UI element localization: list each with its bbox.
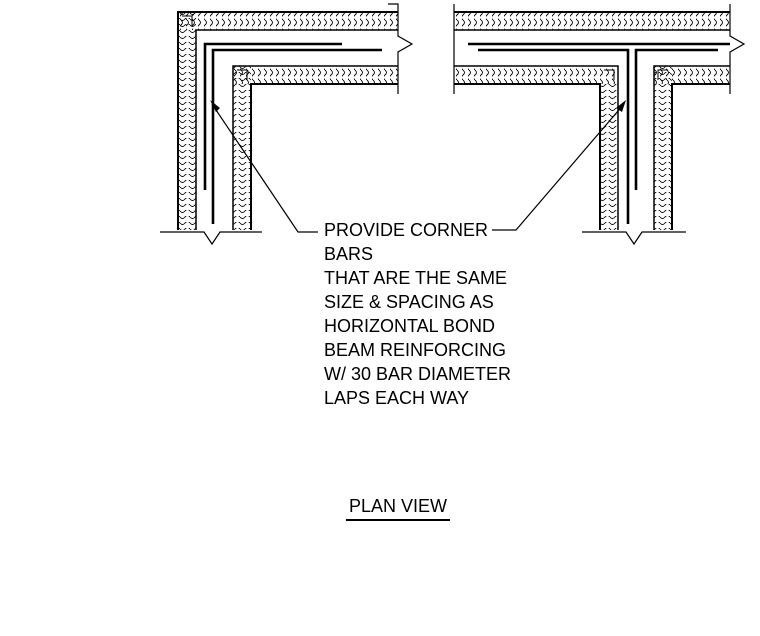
view-title: PLAN VIEW	[349, 496, 447, 516]
left-corner-bar-1	[203, 42, 342, 190]
note-line-3: THAT ARE THE SAME	[324, 268, 507, 288]
view-caption: PLAN VIEW	[346, 496, 450, 521]
left-break-line-right	[388, 3, 414, 94]
right-break-line-bottom	[582, 231, 686, 246]
note-line-7: W/ 30 BAR DIAMETER	[324, 364, 511, 384]
note-line-1: PROVIDE CORNER	[324, 220, 488, 240]
left-corner-bar-2	[211, 48, 382, 224]
right-vertical-wythe-left	[600, 84, 618, 230]
right-wall-corner	[453, 4, 746, 246]
note-line-2: BARS	[324, 244, 373, 264]
left-leader	[210, 100, 318, 233]
left-inner-horizontal-wythe	[233, 66, 398, 84]
note-line-6: BEAM REINFORCING	[324, 340, 506, 360]
right-top-inner-wythe-right	[654, 66, 730, 84]
left-outer-horizontal-wythe	[178, 12, 398, 30]
note-line-5: HORIZONTAL BOND	[324, 316, 495, 336]
right-corner-bar-1	[478, 48, 630, 224]
right-corner-bar-2	[634, 48, 718, 190]
left-break-line-bottom	[160, 231, 262, 246]
right-break-line-right	[729, 4, 746, 94]
note-line-8: LAPS EACH WAY	[324, 388, 469, 408]
right-leader	[492, 100, 626, 231]
right-top-inner-wythe-left	[454, 66, 618, 84]
right-top-outer-wythe	[454, 12, 730, 30]
left-wall-corner	[160, 3, 414, 246]
left-leader-arrowhead	[210, 100, 220, 112]
right-vertical-wythe-right	[654, 66, 672, 230]
left-outer-vertical-wythe	[178, 12, 196, 230]
right-leader-arrowhead	[616, 100, 626, 112]
note-line-4: SIZE & SPACING AS	[324, 292, 494, 312]
corner-bar-note: PROVIDE CORNER BARS THAT ARE THE SAME SI…	[324, 220, 511, 408]
